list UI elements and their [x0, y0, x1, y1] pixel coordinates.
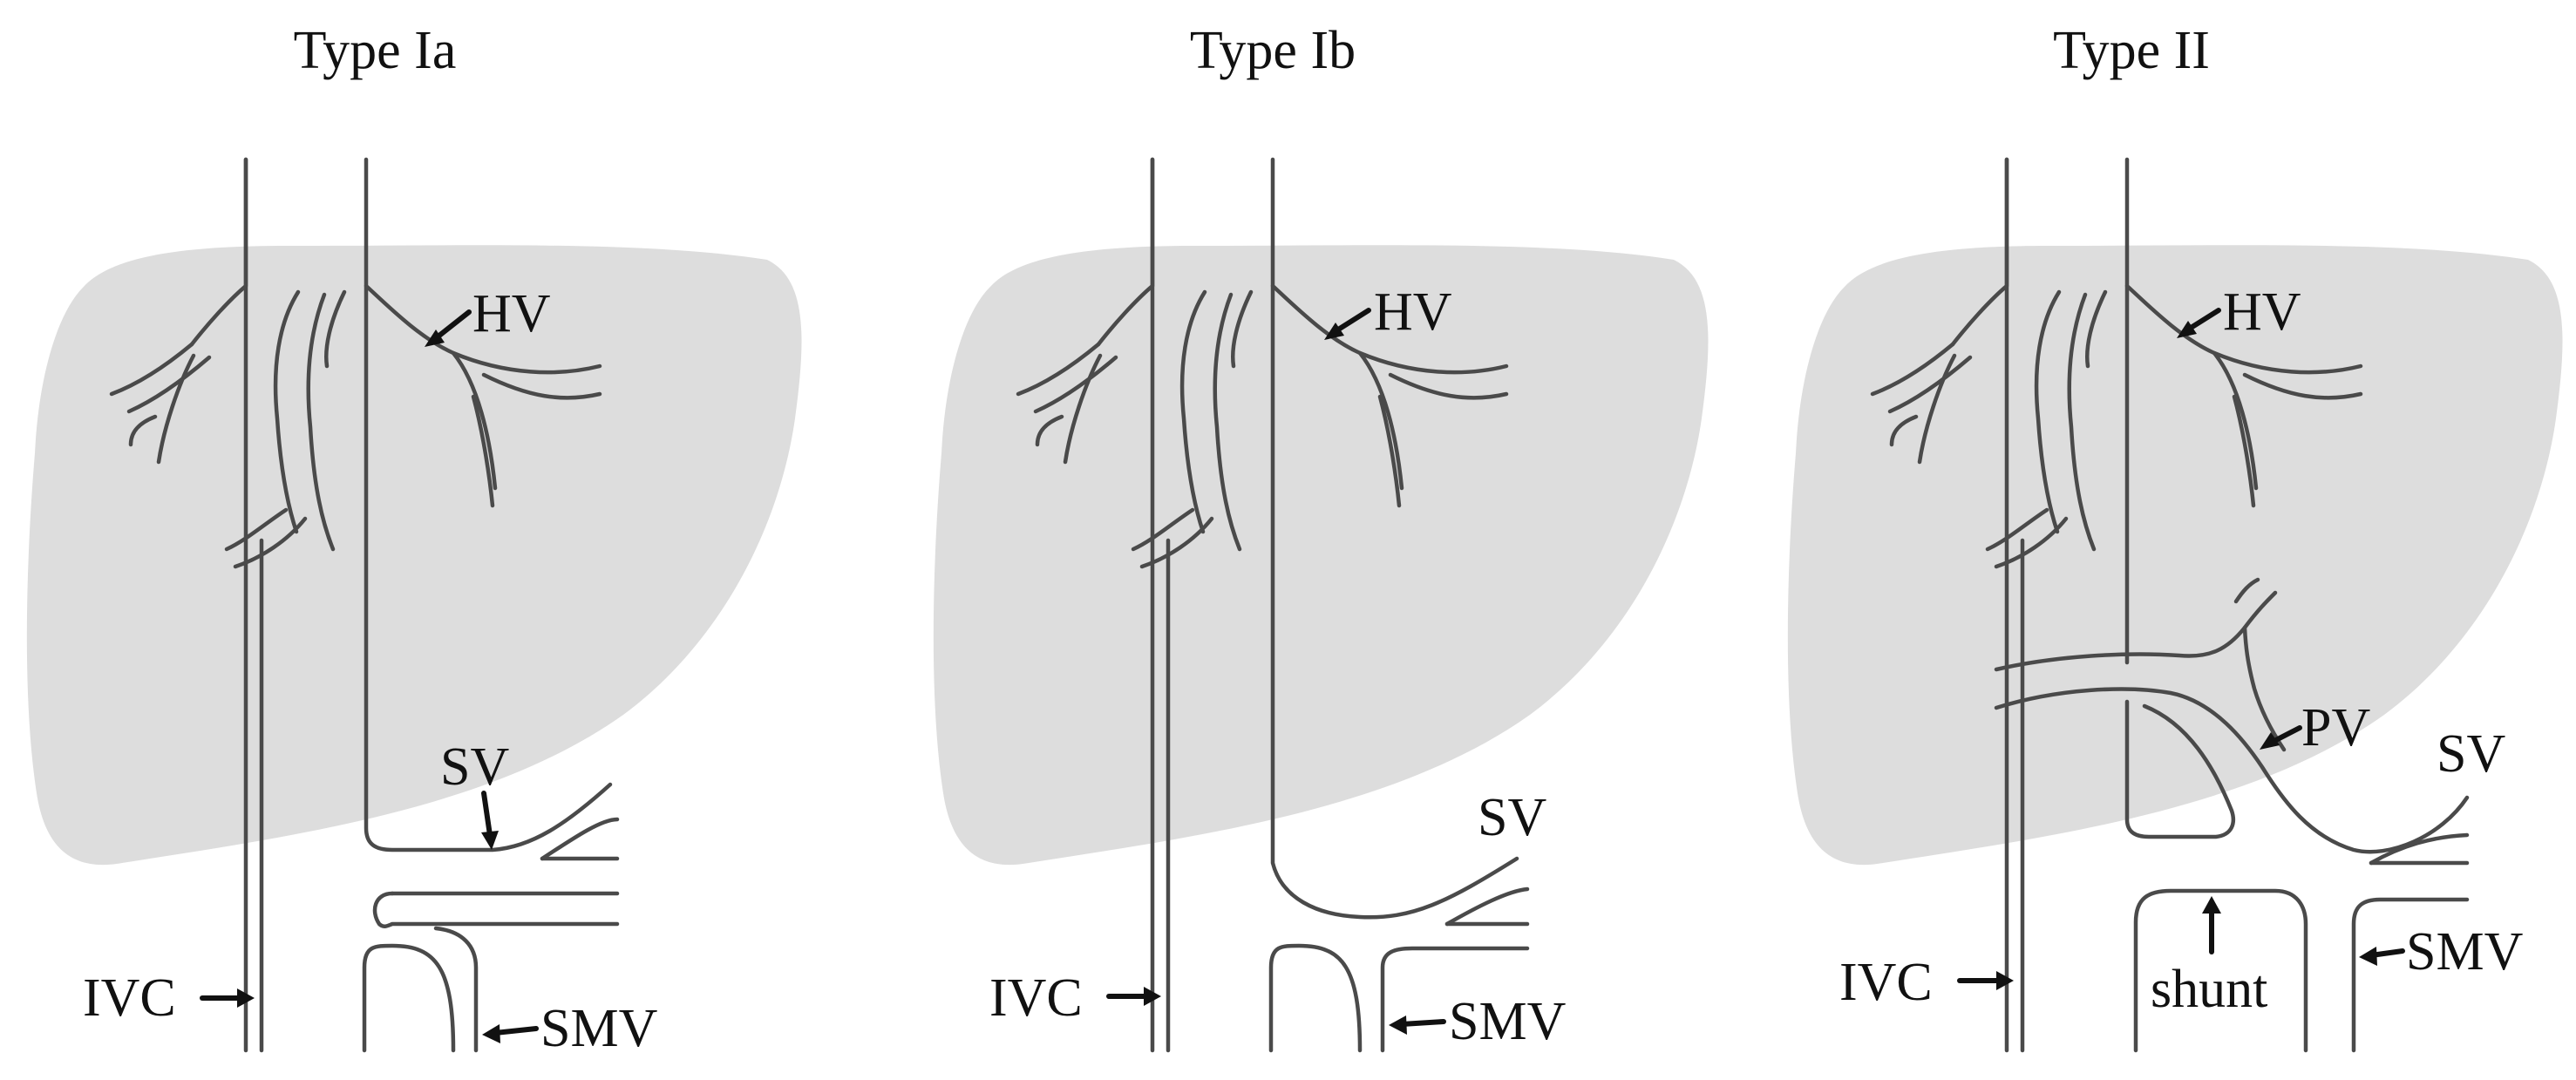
- hv-arrow: [433, 309, 472, 341]
- ivc-label: IVC: [1839, 953, 1933, 1012]
- ivc-arrowhead: [1996, 971, 2014, 990]
- smv-arrow: [493, 1026, 539, 1036]
- hepatic-vein-tree: [112, 160, 620, 1053]
- liver-shape: [26, 245, 802, 866]
- sv-label: SV: [440, 737, 509, 797]
- ivc-label: IVC: [989, 968, 1083, 1028]
- shunt-arrowhead: [2202, 896, 2221, 914]
- smv-arrowhead: [1389, 1015, 1407, 1035]
- ivc-label: IVC: [83, 968, 176, 1028]
- label-ivc: IVC: [1839, 953, 2014, 1012]
- label-smv: SMV: [1389, 992, 1567, 1051]
- label-sv: SV: [440, 737, 509, 850]
- ivc-arrowhead: [237, 988, 255, 1008]
- sv-arrowhead: [481, 831, 499, 850]
- label-shunt: shunt: [2151, 896, 2267, 1019]
- hepatic-vein-tree: [1018, 160, 1530, 1053]
- panel-title: Type Ib: [1190, 21, 1356, 80]
- panel-type-ia: Type Ia HV SV IVC: [26, 21, 802, 1058]
- label-sv: SV: [2437, 724, 2505, 784]
- label-hv: HV: [2177, 282, 2301, 342]
- label-hv: HV: [425, 284, 551, 347]
- hepatic-vein-tree: [1873, 160, 2470, 1053]
- hv-arrow: [2185, 308, 2221, 332]
- pv-label: PV: [2301, 698, 2370, 757]
- hv-arrowhead: [425, 329, 445, 347]
- hv-label: HV: [2223, 282, 2301, 342]
- panel-type-ib: Type Ib HV SV IVC SMV: [933, 21, 1709, 1053]
- hv-arrowhead: [2177, 321, 2197, 338]
- smv-label: SMV: [1449, 992, 1567, 1051]
- hv-label: HV: [472, 284, 551, 343]
- panel-type-ii: Type II HV PV: [1787, 21, 2563, 1053]
- sv-label: SV: [2437, 724, 2505, 784]
- hv-arrowhead: [1324, 323, 1344, 340]
- smv-arrowhead: [482, 1024, 500, 1043]
- label-smv: SMV: [2359, 922, 2524, 982]
- panel-title: Type II: [2053, 21, 2210, 80]
- label-ivc: IVC: [83, 968, 255, 1028]
- smv-arrowhead: [2359, 947, 2377, 966]
- label-pv: PV: [2260, 698, 2370, 757]
- sv-arrow: [481, 791, 493, 838]
- label-smv: SMV: [482, 999, 658, 1058]
- hv-arrow: [1333, 308, 1371, 334]
- sv-label: SV: [1478, 788, 1546, 847]
- liver-shape: [933, 245, 1709, 866]
- smv-label: SMV: [540, 999, 658, 1058]
- label-hv: HV: [1324, 282, 1452, 342]
- hv-label: HV: [1374, 282, 1452, 342]
- ivc-arrowhead: [1144, 987, 1161, 1006]
- panel-title: Type Ia: [294, 21, 457, 80]
- label-sv: SV: [1478, 788, 1546, 847]
- pv-arrowhead: [2260, 732, 2280, 750]
- shunt-label: shunt: [2151, 960, 2267, 1019]
- smv-label: SMV: [2406, 922, 2524, 982]
- smv-arrow: [1399, 1019, 1446, 1027]
- label-ivc: IVC: [989, 968, 1161, 1028]
